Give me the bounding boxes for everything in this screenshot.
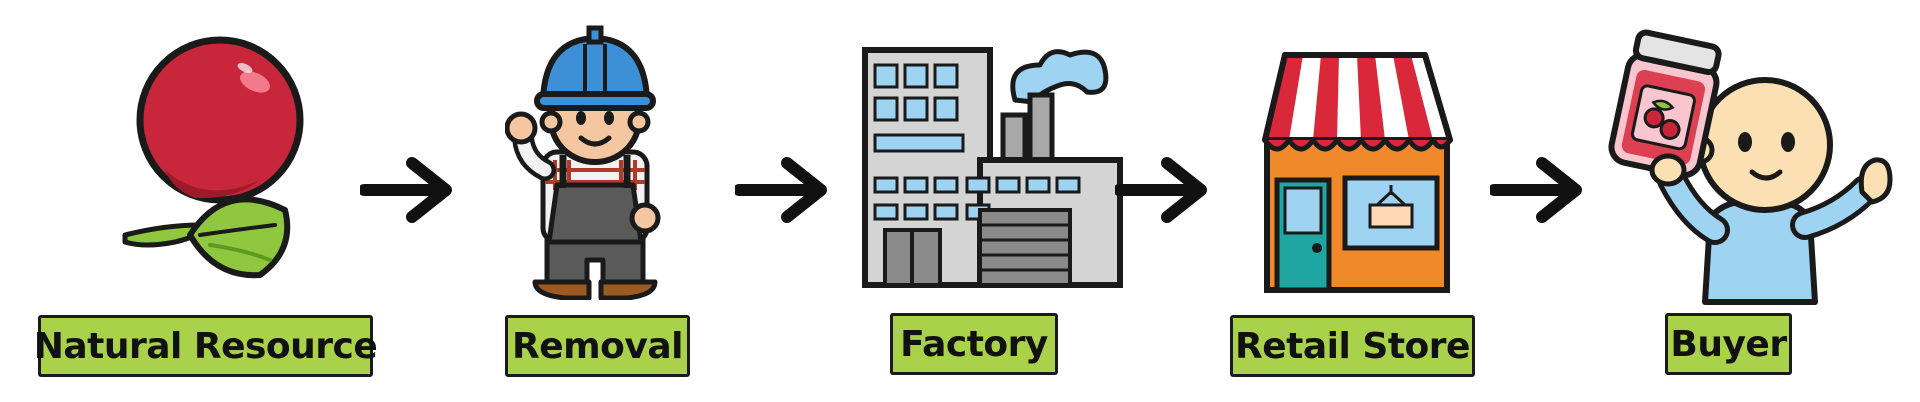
step-label-text: Factory: [900, 323, 1048, 365]
step-label-text: Natural Resource: [33, 325, 378, 367]
buyer-icon: [1608, 29, 1893, 305]
step-label-buyer: Buyer: [1665, 313, 1792, 375]
step-label-retail-store: Retail Store: [1230, 315, 1475, 377]
right-arrow-icon: [360, 157, 452, 223]
step-label-removal: Removal: [505, 315, 690, 377]
right-arrow-icon: [1490, 157, 1582, 223]
step-label-text: Removal: [512, 325, 683, 367]
step-label-text: Retail Store: [1235, 325, 1470, 367]
right-arrow-icon: [1115, 157, 1207, 223]
store-icon: [1262, 52, 1453, 293]
step-label-factory: Factory: [890, 313, 1058, 375]
factory-icon: [862, 47, 1123, 288]
step-label-text: Buyer: [1670, 323, 1787, 365]
step-label-natural-resource: Natural Resource: [34, 315, 378, 377]
worker-icon: [505, 25, 661, 300]
apple-icon: [122, 36, 304, 279]
right-arrow-icon: [735, 157, 827, 223]
